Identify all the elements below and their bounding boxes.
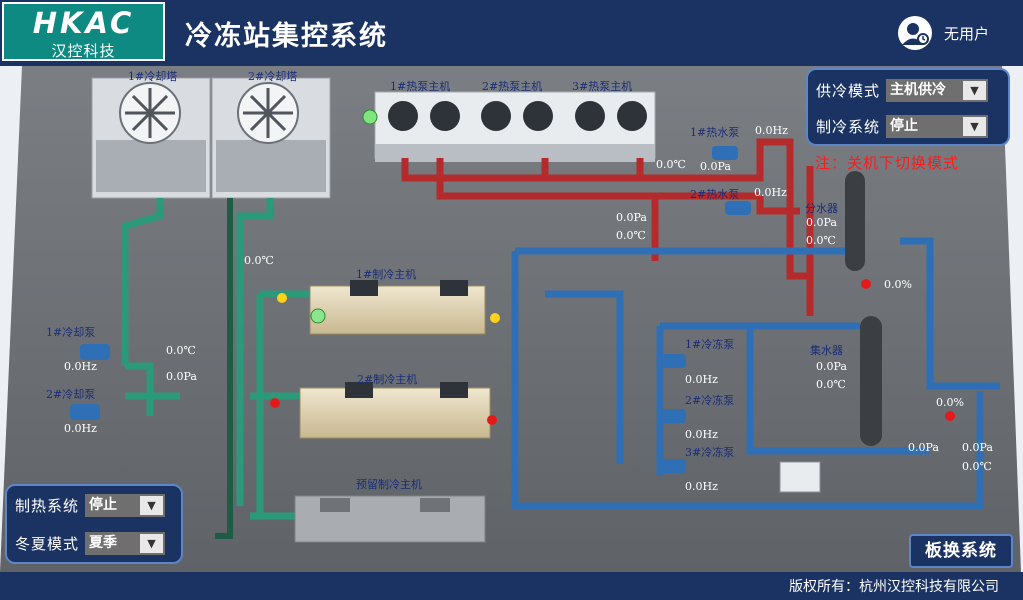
label-chilled-pump-2: 2#冷冻泵 bbox=[685, 394, 735, 407]
chiller-2 bbox=[270, 382, 497, 439]
reading-collector-temp: 0.0℃ bbox=[816, 378, 846, 391]
label-cooling-tower-1: 1#冷却塔 bbox=[128, 70, 178, 83]
season-mode-select[interactable]: 夏季 ▼ bbox=[85, 532, 166, 555]
heating-system-label: 制热系统 bbox=[15, 497, 80, 515]
heat-pump-units bbox=[362, 91, 656, 162]
reading-cooling-temp: 0.0℃ bbox=[166, 344, 196, 357]
top-bar: HKAC 汉控科技 冷冻站集控系统 无用户 bbox=[0, 0, 1023, 66]
bottom-bar: 版权所有：杭州汉控科技有限公司 bbox=[0, 572, 1023, 600]
chilled-water-pipes bbox=[511, 237, 1000, 510]
cooling-system-select[interactable]: 停止 ▼ bbox=[886, 115, 989, 138]
label-chiller-reserve: 预留制冷主机 bbox=[356, 478, 422, 491]
reading-return-press-2: 0.0Pa bbox=[962, 441, 993, 454]
reading-collector-press: 0.0Pa bbox=[816, 360, 847, 373]
chevron-down-icon: ▼ bbox=[963, 81, 987, 100]
chiller-1 bbox=[277, 280, 500, 335]
plant-floor-svg bbox=[0, 66, 1021, 572]
cooling-system-label: 制冷系统 bbox=[816, 118, 881, 136]
reading-divider-press: 0.0Pa bbox=[806, 216, 837, 229]
reading-chilled-pump-3-freq: 0.0Hz bbox=[685, 480, 718, 493]
reading-cooling-pump-1-freq: 0.0Hz bbox=[64, 360, 97, 373]
reading-valve-percent-2: 0.0% bbox=[936, 396, 964, 409]
label-hot-pump-1: 1#热水泵 bbox=[690, 126, 740, 139]
reading-cooling-press: 0.0Pa bbox=[166, 370, 197, 383]
season-mode-value: 夏季 bbox=[89, 535, 118, 551]
label-hot-pump-2: 2#热水泵 bbox=[690, 188, 740, 201]
label-chiller-1: 1#制冷主机 bbox=[356, 268, 417, 281]
mode-switch-note: 注：关机下切换模式 bbox=[815, 154, 960, 172]
reading-divider-temp: 0.0℃ bbox=[806, 234, 836, 247]
reading-hot-pump-1-freq: 0.0Hz bbox=[755, 124, 788, 137]
label-cooling-pump-1: 1#冷却泵 bbox=[46, 326, 96, 339]
label-cooling-pump-2: 2#冷却泵 bbox=[46, 388, 96, 401]
chevron-down-icon: ▼ bbox=[963, 117, 987, 136]
valve-indicators bbox=[861, 279, 955, 421]
supply-mode-select[interactable]: 主机供冷 ▼ bbox=[886, 79, 989, 102]
label-cooling-tower-2: 2#冷却塔 bbox=[248, 70, 298, 83]
plate-heat-exchanger-button[interactable]: 板换系统 bbox=[909, 534, 1013, 568]
label-heat-pump-3: 3#热泵主机 bbox=[572, 80, 633, 93]
reading-hot-pump-1-press: 0.0Pa bbox=[700, 160, 731, 173]
copyright-text: 版权所有：杭州汉控科技有限公司 bbox=[789, 579, 999, 595]
hot-water-pipes bbox=[401, 138, 814, 316]
user-icon bbox=[898, 16, 932, 50]
company-logo: HKAC 汉控科技 bbox=[2, 2, 165, 61]
reading-cooling-pump-2-freq: 0.0Hz bbox=[64, 422, 97, 435]
pumps bbox=[70, 146, 751, 473]
cooling-tower-1 bbox=[91, 77, 211, 199]
reading-hot-pump-1-temp: 0.0℃ bbox=[656, 158, 686, 171]
user-label: 无用户 bbox=[944, 24, 990, 43]
label-chilled-pump-1: 1#冷冻泵 bbox=[685, 338, 735, 351]
user-menu[interactable]: 无用户 bbox=[898, 16, 989, 50]
chevron-down-icon: ▼ bbox=[140, 496, 164, 515]
supply-mode-value: 主机供冷 bbox=[890, 82, 947, 98]
app-title: 冷冻站集控系统 bbox=[185, 21, 388, 52]
heating-season-panel: 制热系统 停止 ▼ 冬夏模式 夏季 ▼ bbox=[5, 484, 183, 564]
reading-hot-press: 0.0Pa bbox=[616, 211, 647, 224]
label-heat-pump-1: 1#热泵主机 bbox=[390, 80, 451, 93]
reading-return-temp: 0.0℃ bbox=[962, 460, 992, 473]
cooling-tower-2 bbox=[211, 77, 331, 199]
divider-collector bbox=[845, 171, 882, 446]
reading-return-press-1: 0.0Pa bbox=[908, 441, 939, 454]
expansion-tank bbox=[779, 461, 821, 493]
supply-mode-label: 供冷模式 bbox=[816, 82, 881, 100]
cooling-return-pipe bbox=[215, 198, 233, 539]
reading-chilled-pump-2-freq: 0.0Hz bbox=[685, 428, 718, 441]
season-mode-label: 冬夏模式 bbox=[15, 535, 80, 553]
reading-hot-pump-2-freq: 0.0Hz bbox=[754, 186, 787, 199]
cooling-system-value: 停止 bbox=[890, 118, 919, 134]
reading-chilled-pump-1-freq: 0.0Hz bbox=[685, 373, 718, 386]
reading-valve-percent-1: 0.0% bbox=[884, 278, 912, 291]
label-collector: 集水器 bbox=[810, 344, 843, 357]
logo-subtitle: 汉控科技 bbox=[51, 42, 116, 60]
chiller-reserve bbox=[294, 495, 486, 543]
logo-text: HKAC bbox=[32, 6, 135, 40]
supply-mode-panel: 供冷模式 主机供冷 ▼ 制冷系统 停止 ▼ bbox=[806, 68, 1010, 146]
label-heat-pump-2: 2#热泵主机 bbox=[482, 80, 543, 93]
label-divider: 分水器 bbox=[805, 202, 838, 215]
label-chilled-pump-3: 3#冷冻泵 bbox=[685, 446, 735, 459]
reading-hot-temp: 0.0℃ bbox=[616, 229, 646, 242]
chevron-down-icon: ▼ bbox=[140, 534, 164, 553]
reading-tower-temp: 0.0℃ bbox=[244, 254, 274, 267]
heating-system-select[interactable]: 停止 ▼ bbox=[85, 494, 166, 517]
label-chiller-2: 2#制冷主机 bbox=[357, 373, 418, 386]
heating-system-value: 停止 bbox=[89, 497, 118, 513]
